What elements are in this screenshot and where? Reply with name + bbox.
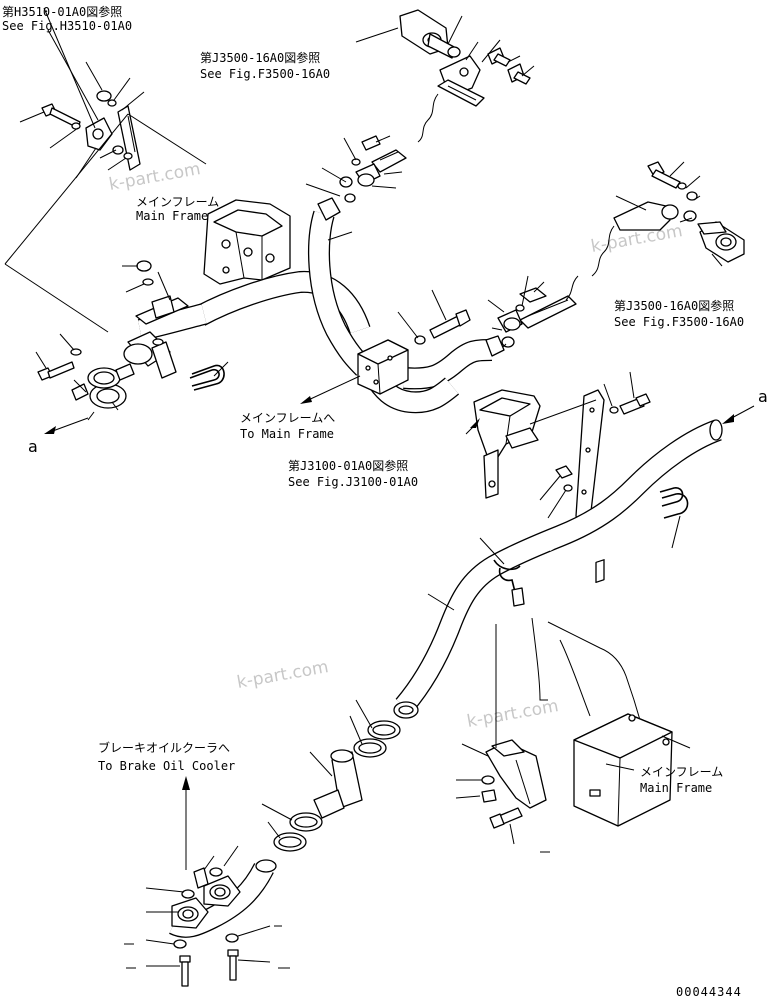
drawing-number: 00044344 — [676, 985, 742, 999]
main-frame-lower — [455, 559, 691, 853]
hose-assembly-top-right — [591, 161, 745, 277]
connection-label-a-right: a — [758, 387, 768, 406]
connection-mark-right: a — [722, 387, 768, 424]
brake-cooler-fitting — [124, 776, 290, 987]
hose-fitting-mid — [305, 135, 407, 203]
reference-labels: 第H3510-01A0図参照 See Fig.H3510-01A0 第J3500… — [2, 4, 744, 999]
hose-assembly-top-center — [355, 9, 535, 143]
ref-j3500-right-jp: 第J3500-16A0図参照 — [614, 298, 734, 313]
brake-cooler-en: To Brake Oil Cooler — [98, 759, 235, 773]
clamp-assembly-upper-left — [4, 7, 207, 333]
ref-h3510-jp: 第H3510-01A0図参照 — [2, 4, 122, 19]
main-frame-label-1-jp: メインフレーム — [136, 195, 219, 209]
to-main-frame-arrow — [300, 375, 361, 404]
ref-h3510-en: See Fig.H3510-01A0 — [2, 19, 132, 33]
main-frame-label-1-en: Main Frame — [136, 209, 208, 223]
connection-mark-left: a — [28, 417, 89, 456]
middle-bracket — [465, 371, 651, 527]
ref-j3100-en: See Fig.J3100-01A0 — [288, 475, 418, 489]
connection-label-a-left: a — [28, 437, 38, 456]
main-frame-label-2-en: Main Frame — [640, 781, 712, 795]
hose-clamp — [71, 363, 135, 409]
to-main-frame-en: To Main Frame — [240, 427, 334, 441]
watermark: k-part.com — [465, 696, 560, 732]
upper-pipe-assembly — [35, 197, 505, 421]
ref-j3500-right-en: See Fig.F3500-16A0 — [614, 315, 744, 329]
watermark: k-part.com — [235, 657, 330, 693]
ref-j3500-top-en: See Fig.F3500-16A0 — [200, 67, 330, 81]
brake-cooler-jp: ブレーキオイルクーラへ — [98, 740, 230, 755]
hose-clamps-lower — [261, 699, 401, 852]
ref-j3500-top-jp: 第J3500-16A0図参照 — [200, 50, 320, 65]
hose-fitting-right — [487, 275, 579, 351]
lower-pipe-assembly — [393, 419, 723, 719]
ref-j3100-jp: 第J3100-01A0図参照 — [288, 458, 408, 473]
main-frame-label-2-jp: メインフレーム — [640, 765, 723, 779]
watermark: k-part.com — [107, 159, 202, 195]
to-main-frame-jp: メインフレームへ — [240, 411, 335, 425]
